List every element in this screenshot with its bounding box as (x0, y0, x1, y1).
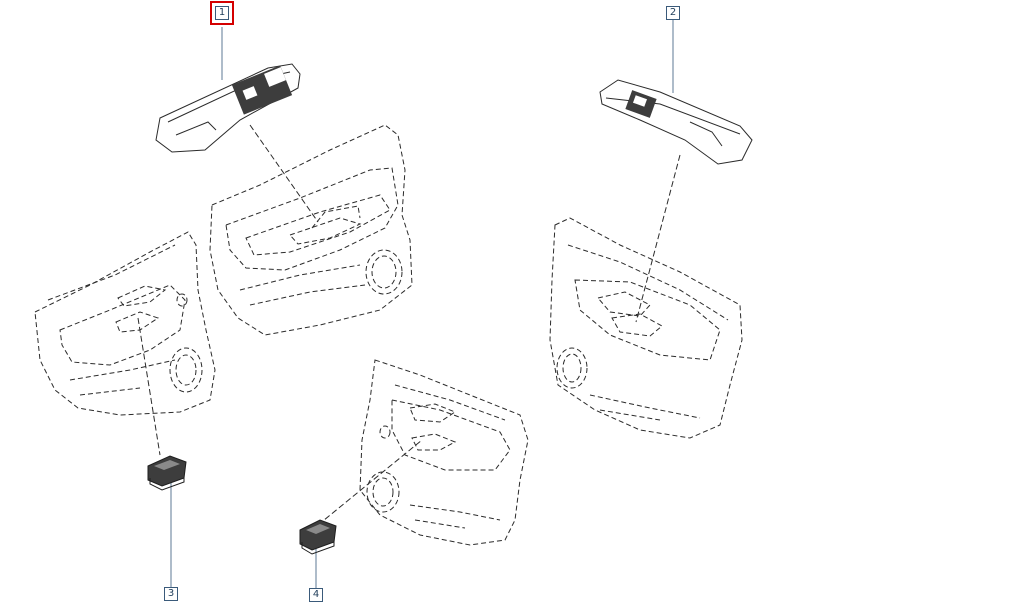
rear-right-door-panel (359, 359, 529, 546)
callout-2[interactable]: 2 (666, 6, 680, 20)
rear-right-window-switch[interactable] (299, 519, 337, 555)
front-left-door-panel (209, 124, 413, 336)
front-right-door-panel (549, 217, 743, 439)
guide-line-3 (137, 317, 161, 456)
callout-3[interactable]: 3 (164, 587, 178, 601)
master-window-switch-panel[interactable] (155, 63, 301, 153)
rear-left-door-panel (34, 231, 216, 416)
callout-1[interactable]: 1 (210, 1, 234, 25)
guide-line-2 (635, 154, 681, 323)
passenger-window-switch-panel[interactable] (599, 79, 753, 165)
guide-line-1 (249, 124, 319, 223)
guide-line-4 (317, 439, 423, 526)
rear-left-window-switch[interactable] (147, 455, 187, 491)
callout-4[interactable]: 4 (309, 588, 323, 602)
